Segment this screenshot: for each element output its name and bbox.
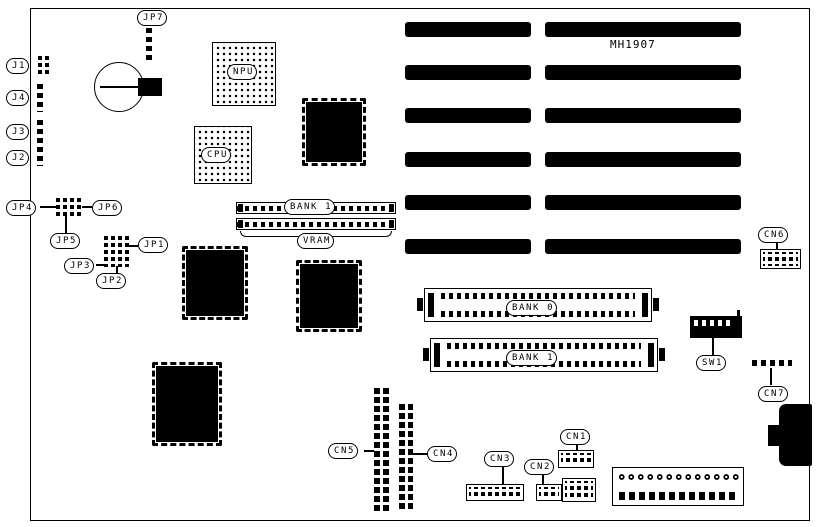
jp7-jumper (146, 28, 152, 62)
isa-slot (405, 239, 531, 254)
isa-slot (545, 22, 741, 37)
bank1-label: BANK 1 (506, 350, 558, 366)
j4-connector (37, 84, 43, 112)
isa-slot (405, 108, 531, 123)
sw1-tick (737, 310, 740, 317)
cn5-connector (374, 388, 390, 512)
j2-connector (37, 147, 43, 166)
leader-line (542, 475, 544, 484)
bank1-end-left (434, 343, 440, 367)
leader-line (82, 206, 92, 208)
cn1-label: CN1 (560, 429, 591, 445)
isa-slot (545, 108, 741, 123)
sw1-dip-switch (690, 316, 742, 338)
cn4-connector (399, 404, 413, 512)
cn7-connector (752, 360, 792, 366)
qfp-chip-b (182, 246, 248, 320)
cn6-connector (760, 249, 801, 269)
isa-slot (545, 65, 741, 80)
isa-slot (405, 195, 531, 210)
leader-line (770, 368, 772, 385)
leader-line (502, 467, 504, 484)
bank1-end-right (648, 343, 654, 367)
leader-line (576, 445, 578, 450)
cn2-connector (536, 484, 562, 501)
bank1-pins-top (447, 343, 641, 349)
cn3-label: CN3 (484, 451, 515, 467)
leader-line (712, 338, 714, 355)
isa-slot (545, 239, 741, 254)
jp4-label: JP4 (6, 200, 37, 216)
cn7-label: CN7 (758, 386, 789, 402)
leader-line (40, 206, 56, 208)
jp1-jp2-jp3-jumper (104, 236, 129, 267)
motherboard-outline (30, 8, 810, 521)
j3-connector (37, 120, 43, 143)
leader-line (65, 216, 67, 234)
npu-chip (212, 42, 276, 106)
bank0-clip-right (653, 298, 659, 311)
leader-line (116, 266, 118, 274)
leader-line (129, 245, 138, 247)
jp1-label: JP1 (138, 237, 169, 253)
qfp-chip-d (152, 362, 222, 446)
leader-line (96, 264, 106, 266)
isa-slot (405, 152, 531, 167)
bank0-pins-top (441, 293, 635, 299)
jp3-label: JP3 (64, 258, 95, 274)
cpu-label: CPU (201, 147, 232, 163)
j2-label: J2 (6, 150, 30, 166)
j4-label: J4 (6, 90, 30, 106)
power-connector (612, 467, 744, 506)
jp5-label: JP5 (50, 233, 81, 249)
leader-line (413, 453, 427, 455)
cn4-label: CN4 (427, 446, 458, 462)
cn3-connector (466, 484, 524, 501)
bank0-label: BANK 0 (506, 300, 558, 316)
j1-label: J1 (6, 58, 30, 74)
bank1-clip-left (423, 348, 429, 361)
j1-connector (38, 56, 49, 75)
power-connector-holes (617, 471, 739, 483)
vram-label: VRAM (297, 233, 335, 249)
keyboard-connector (779, 404, 812, 466)
battery-lead (100, 86, 152, 88)
keyboard-connector-tab (768, 425, 781, 446)
cn1-connector-2 (562, 478, 596, 502)
bank0-clip-left (417, 298, 423, 311)
jp2-label: JP2 (96, 273, 127, 289)
board-model-label: MH1907 (610, 38, 656, 51)
qfp-chip-c (296, 260, 362, 332)
leader-line (364, 450, 374, 452)
power-connector-pins (619, 492, 737, 500)
jp6-label: JP6 (92, 200, 123, 216)
jp4-jp6-jumper (56, 198, 82, 216)
leader-line (776, 243, 778, 249)
j3-label: J3 (6, 124, 30, 140)
bank0-end-right (642, 293, 648, 317)
cn6-label: CN6 (758, 227, 789, 243)
bank1-clip-right (659, 348, 665, 361)
isa-slot (545, 152, 741, 167)
npu-label: NPU (227, 64, 258, 80)
bank1-vram-label: BANK 1 (284, 199, 336, 215)
isa-slot (405, 22, 531, 37)
cn1-connector (558, 450, 594, 468)
jp7-label: JP7 (137, 10, 168, 26)
qfp-chip-a (302, 98, 366, 166)
sw1-sliders (694, 320, 730, 326)
cn2-label: CN2 (524, 459, 555, 475)
isa-slot (405, 65, 531, 80)
bank0-end-left (428, 293, 434, 317)
isa-slot (545, 195, 741, 210)
cn5-label: CN5 (328, 443, 359, 459)
vram-socket-2 (236, 218, 396, 230)
sw1-label: SW1 (696, 355, 727, 371)
